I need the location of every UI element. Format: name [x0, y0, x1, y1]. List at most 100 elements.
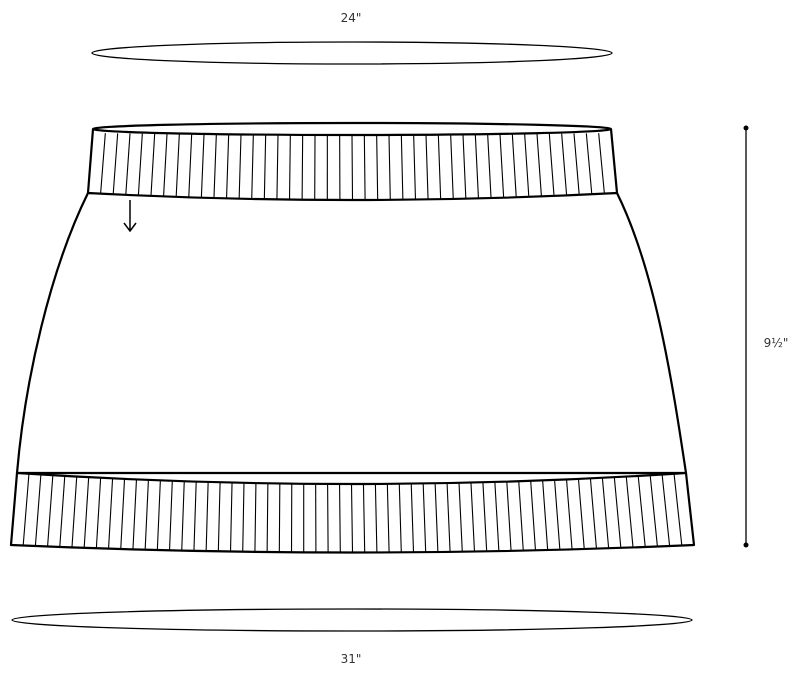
rib-line — [561, 133, 568, 196]
rib-line — [238, 134, 242, 199]
length-measurement-label: 9½" — [764, 336, 789, 350]
rib-line — [83, 477, 90, 548]
rib-line — [254, 483, 257, 552]
rib-line — [487, 134, 492, 199]
rib-line — [388, 134, 391, 200]
rib-line — [649, 475, 658, 547]
rib-line — [398, 483, 402, 552]
rib-line — [637, 475, 646, 547]
rib-line — [425, 134, 429, 200]
rib-line — [524, 134, 530, 197]
rib-line — [422, 483, 427, 552]
rib-line — [470, 482, 476, 552]
rib-line — [200, 134, 205, 198]
hem-circumference-ellipse — [11, 608, 693, 632]
rib-line — [434, 483, 439, 552]
rib-line — [175, 134, 180, 197]
rib-line — [474, 134, 480, 199]
rib-line — [288, 134, 291, 200]
rib-line — [108, 478, 114, 549]
rib-line — [169, 480, 173, 551]
length-dimension-line — [743, 125, 749, 548]
rib-line — [625, 476, 634, 548]
rib-line — [598, 133, 605, 194]
arrow-down-icon — [123, 200, 137, 233]
rib-line — [351, 134, 354, 201]
rib-line — [410, 483, 415, 552]
rib-line — [266, 483, 269, 552]
rib-line — [573, 133, 580, 195]
rib-line — [251, 134, 254, 199]
rib-line — [276, 134, 279, 200]
rib-line — [263, 134, 267, 200]
rib-line — [213, 134, 217, 199]
rib-line — [47, 475, 54, 547]
rib-line — [350, 483, 354, 553]
rib-line — [137, 133, 143, 196]
rib-line — [120, 478, 126, 549]
rib-line — [363, 134, 366, 200]
rib-line — [601, 477, 610, 549]
rib-line — [59, 475, 66, 547]
rib-line — [554, 479, 561, 550]
waist-circumference-ellipse — [91, 41, 613, 65]
rib-line — [225, 134, 230, 199]
rib-line — [661, 474, 671, 547]
rib-line — [112, 133, 119, 195]
rib-line — [150, 133, 156, 196]
rib-line — [34, 474, 42, 547]
rib-line — [376, 134, 379, 200]
waistband-ribbing — [100, 133, 605, 201]
waistband-top-edge — [91, 121, 613, 137]
rib-line — [229, 482, 233, 552]
rib-line — [386, 483, 390, 552]
rib-line — [132, 479, 138, 550]
skirt-body-outline — [15, 191, 688, 475]
rib-line — [242, 482, 245, 552]
rib-line — [278, 483, 281, 552]
waistband — [86, 121, 619, 202]
rib-line — [400, 134, 404, 200]
rib-line — [71, 476, 78, 548]
waist-measurement-label: 24" — [341, 11, 362, 25]
rib-line — [144, 479, 149, 550]
rib-line — [673, 473, 683, 546]
rib-line — [437, 134, 442, 200]
rib-line — [163, 133, 168, 197]
rib-line — [339, 483, 341, 552]
rib-line — [577, 478, 585, 549]
rib-line — [446, 483, 451, 552]
rib-line — [125, 133, 131, 195]
hem-measurement-label: 31" — [341, 652, 362, 666]
rib-line — [518, 481, 524, 551]
rib-line — [188, 134, 193, 198]
rib-line — [217, 482, 221, 551]
rib-line — [585, 133, 593, 195]
rib-line — [458, 482, 463, 552]
rib-line — [613, 477, 622, 548]
rib-line — [301, 134, 304, 200]
rib-line — [193, 481, 197, 551]
rib-line — [511, 134, 517, 198]
rib-line — [548, 133, 555, 196]
hem-ribbing — [22, 473, 683, 553]
rib-line — [205, 481, 209, 551]
rib-line — [506, 481, 512, 551]
rib-line — [374, 483, 378, 552]
rib-line — [327, 483, 329, 552]
rib-line — [589, 478, 597, 549]
rib-line — [413, 134, 417, 200]
rib-line — [565, 479, 573, 550]
rib-line — [22, 473, 30, 546]
rib-line — [156, 480, 161, 550]
rib-line — [362, 483, 366, 553]
rib-line — [95, 477, 102, 549]
rib-line — [100, 133, 106, 194]
rib-line — [462, 134, 467, 199]
rib-line — [530, 480, 536, 551]
rib-line — [450, 134, 454, 200]
rib-line — [482, 482, 488, 551]
hem-band — [9, 471, 696, 554]
rib-line — [494, 481, 500, 551]
